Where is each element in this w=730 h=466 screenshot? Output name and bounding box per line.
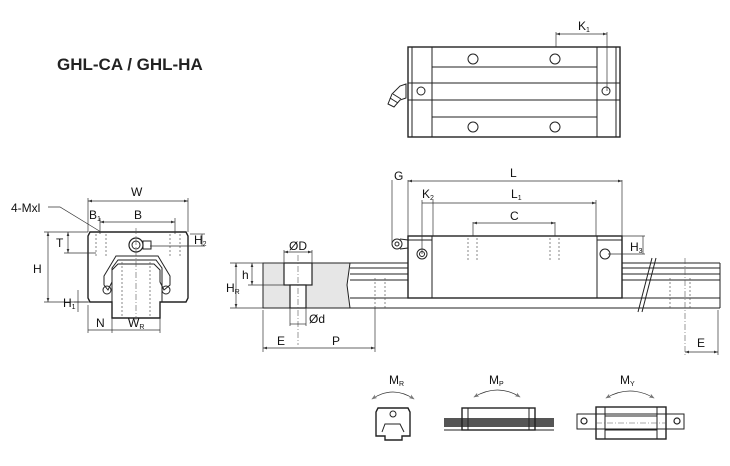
h-label: H [33, 262, 42, 276]
p-label: P [332, 334, 340, 348]
od-big-label: ØD [289, 239, 307, 253]
t-label: T [56, 236, 64, 250]
h2-label: H2 [194, 233, 207, 248]
h-small-label: h [242, 268, 249, 282]
w-label: W [131, 185, 143, 199]
h1-label: H1 [63, 296, 76, 311]
page-title: GHL-CA / GHL-HA [57, 55, 203, 74]
od-small-label: Ød [309, 312, 325, 326]
hr-label: HR [226, 281, 240, 296]
l-label: L [510, 166, 517, 180]
n-label: N [96, 316, 105, 330]
rail-section-view: ØD Ød HR h E P [226, 239, 376, 352]
svg-text:MY: MY [620, 373, 635, 388]
k1-label: K1 [578, 19, 590, 34]
moment-mr-diagram: MR [371, 373, 415, 441]
c-label: C [510, 209, 519, 223]
l1-label: L1 [511, 187, 522, 202]
mxl-label: 4-Mxl [11, 201, 40, 215]
b1-label: B1 [89, 208, 101, 223]
svg-text:MR: MR [389, 373, 404, 388]
grease-nipple-icon [387, 83, 407, 108]
b-label: B [134, 208, 142, 222]
side-view: G L K2 L1 C H3 E [350, 166, 721, 355]
moment-my-diagram: MY [576, 373, 685, 440]
e-left-label: E [277, 334, 285, 348]
wr-label: WR [128, 316, 144, 331]
h3-label: H3 [630, 240, 643, 255]
svg-text:MP: MP [489, 373, 504, 388]
top-view: K1 [387, 19, 621, 138]
e-right-label: E [697, 336, 705, 350]
mounting-hole-icon [416, 53, 611, 133]
moment-mp-diagram: MP [444, 373, 554, 431]
g-label: G [394, 169, 403, 183]
front-view: W B B1 4-Mxl H T H1 H2 N WR [11, 185, 207, 333]
k2-label: K2 [422, 187, 434, 202]
grease-nipple-icon [391, 238, 409, 250]
